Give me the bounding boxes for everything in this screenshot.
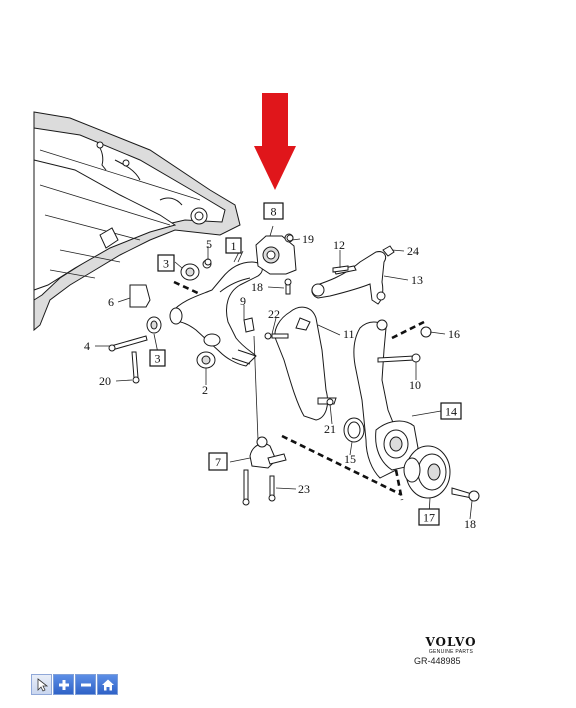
- label-box-14: [440, 402, 462, 420]
- bushings: [108, 259, 216, 384]
- part-label: 8: [271, 205, 277, 219]
- part-label: 14: [445, 405, 457, 419]
- viewer-toolbar: [31, 674, 118, 695]
- subframe: [33, 111, 241, 332]
- zoom-in-button[interactable]: [53, 674, 74, 695]
- label-box-9: [263, 202, 284, 220]
- seal-ring: [343, 417, 365, 443]
- part-label: 24: [407, 244, 419, 258]
- part-label: 17: [423, 511, 435, 525]
- wheel-hub: [403, 445, 480, 502]
- brand-logo: VOLVO GENUINE PARTS: [406, 635, 496, 656]
- highlight-arrow: [254, 93, 296, 190]
- part-label: 10: [409, 378, 421, 392]
- dashed-assembly-lines: [173, 280, 425, 501]
- part-labels: 8 1 3 3 7 14 17 5 6 4 20 2 9 19 18 22 11…: [84, 202, 476, 531]
- label-box-3a: [157, 254, 175, 272]
- part-label: 11: [343, 327, 355, 341]
- brand-subtitle: GENUINE PARTS: [428, 649, 474, 655]
- home-button[interactable]: [97, 674, 118, 695]
- part-label: 13: [411, 273, 423, 287]
- part-label: 5: [206, 237, 212, 251]
- steering-knuckle: [274, 306, 419, 479]
- plus-icon: [58, 679, 69, 690]
- part-label: 20: [99, 374, 111, 388]
- label-box-17: [418, 508, 440, 526]
- part-label: 16: [448, 327, 460, 341]
- select-tool-button[interactable]: [31, 674, 52, 695]
- upper-control-arm: [311, 245, 395, 305]
- part-label: 2: [202, 383, 208, 397]
- label-box-3b: [149, 349, 166, 367]
- part-label: 6: [108, 295, 114, 309]
- part-label: 12: [333, 238, 345, 252]
- part-label: 15: [344, 452, 356, 466]
- part-label: 23: [298, 482, 310, 496]
- part-label: 21: [324, 422, 336, 436]
- diagram-reference: GR-448985: [414, 656, 461, 666]
- brand-name: VOLVO: [425, 635, 477, 649]
- zoom-out-button[interactable]: [75, 674, 96, 695]
- label-box-1: [225, 237, 242, 254]
- part-label: 18: [464, 517, 476, 531]
- part-label: 22: [268, 307, 280, 321]
- bolts-and-nuts: [204, 234, 432, 506]
- label-box-7: [208, 452, 228, 471]
- part-label: 1: [231, 239, 237, 253]
- cursor-icon: [37, 677, 48, 692]
- part-label: 3: [155, 352, 161, 366]
- part-label: 19: [302, 232, 314, 246]
- lower-control-arm: [169, 249, 263, 367]
- part-label: 3: [163, 257, 169, 271]
- part-label: 18: [251, 280, 263, 294]
- ball-joint: [249, 436, 287, 469]
- leader-lines: [95, 225, 473, 520]
- part-label: 9: [240, 294, 246, 308]
- minus-icon: [80, 683, 91, 686]
- part-label: 7: [215, 455, 221, 469]
- home-icon: [101, 679, 114, 690]
- part-label: 4: [84, 339, 90, 353]
